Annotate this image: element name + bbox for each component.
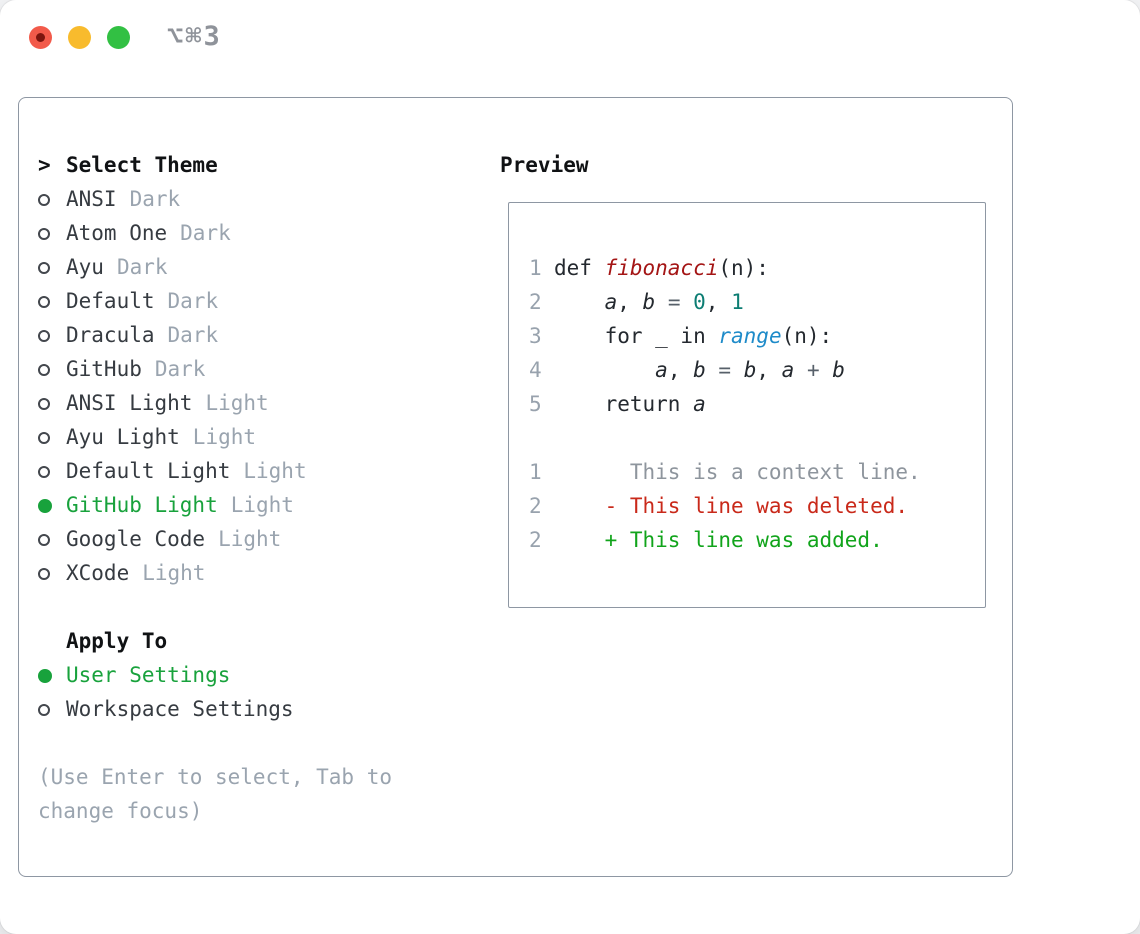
minimize-button[interactable]	[68, 26, 91, 49]
spacer	[38, 590, 474, 624]
option-label: ANSI	[66, 187, 117, 211]
radio-icon	[38, 352, 66, 386]
preview-line: 4 a, b = b, a + b	[529, 353, 921, 387]
close-dot-icon	[36, 33, 45, 42]
radio-icon	[38, 182, 66, 216]
theme-option-ansi-light[interactable]: ANSI Light Light	[38, 386, 474, 420]
line-number: 1	[529, 460, 542, 484]
option-label: Default Light	[66, 459, 231, 483]
radio-selected-icon	[38, 488, 66, 522]
line-number: 2	[529, 290, 542, 314]
spacer	[38, 726, 474, 760]
preview-title: Preview	[500, 153, 589, 177]
line-number: 4	[529, 358, 542, 382]
window-shortcut-label: ⌥⌘3	[167, 21, 222, 52]
theme-variant-tag: Light	[142, 561, 206, 585]
preview-line: 2 - This line was deleted.	[529, 489, 921, 523]
option-label: Dracula	[66, 323, 155, 347]
apply-option-user-settings[interactable]: User Settings	[38, 658, 474, 692]
radio-icon	[38, 216, 66, 250]
line-number: 5	[529, 392, 542, 416]
radio-selected-icon	[38, 658, 66, 692]
maximize-button[interactable]	[107, 26, 130, 49]
theme-variant-tag: Dark	[167, 323, 219, 347]
theme-option-ansi[interactable]: ANSI Dark	[38, 182, 474, 216]
radio-icon	[38, 284, 66, 318]
option-label: Ayu	[66, 255, 104, 279]
theme-variant-tag: Dark	[154, 357, 206, 381]
theme-option-dracula[interactable]: Dracula Dark	[38, 318, 474, 352]
option-label: GitHub Light	[66, 493, 218, 517]
radio-icon	[38, 454, 66, 488]
preview-line: 1 This is a context line.	[529, 455, 921, 489]
theme-option-default[interactable]: Default Dark	[38, 284, 474, 318]
preview-line: 2 + This line was added.	[529, 523, 921, 557]
close-button[interactable]	[29, 26, 52, 49]
line-number: 3	[529, 324, 542, 348]
theme-option-ayu[interactable]: Ayu Dark	[38, 250, 474, 284]
preview-line: 2 a, b = 0, 1	[529, 285, 921, 319]
option-label: Atom One	[66, 221, 168, 245]
line-number: 1	[529, 256, 542, 280]
cursor-icon: >	[38, 153, 51, 177]
line-number: 2	[529, 494, 542, 518]
option-label: GitHub	[66, 357, 142, 381]
theme-variant-tag: Light	[243, 459, 307, 483]
theme-option-google-code[interactable]: Google Code Light	[38, 522, 474, 556]
keyboard-hint: (Use Enter to select, Tab to change focu…	[38, 765, 393, 823]
theme-variant-tag: Light	[230, 493, 294, 517]
radio-icon	[38, 250, 66, 284]
apply-to-header: Apply To	[66, 629, 168, 653]
option-label: XCode	[66, 561, 130, 585]
select-theme-header: > Select Theme	[38, 148, 474, 182]
option-label: User Settings	[66, 663, 231, 687]
apply-option-workspace-settings[interactable]: Workspace Settings	[38, 692, 474, 726]
radio-icon	[38, 318, 66, 352]
theme-variant-tag: Light	[218, 527, 282, 551]
radio-icon	[38, 420, 66, 454]
theme-variant-tag: Light	[205, 391, 269, 415]
theme-variant-tag: Dark	[167, 289, 219, 313]
line-number: 2	[529, 528, 542, 552]
radio-icon	[38, 386, 66, 420]
theme-option-default-light[interactable]: Default Light Light	[38, 454, 474, 488]
radio-icon	[38, 692, 66, 726]
option-label: ANSI Light	[66, 391, 193, 415]
select-theme-title: Select Theme	[66, 153, 218, 177]
theme-option-ayu-light[interactable]: Ayu Light Light	[38, 420, 474, 454]
theme-variant-tag: Dark	[180, 221, 231, 245]
theme-variant-tag: Light	[192, 425, 257, 449]
preview-line	[529, 421, 921, 455]
theme-variant-tag: Dark	[116, 255, 168, 279]
option-label: Google Code	[66, 527, 206, 551]
radio-icon	[38, 556, 66, 590]
theme-option-github-light[interactable]: GitHub Light Light	[38, 488, 474, 522]
theme-option-xcode[interactable]: XCode Light	[38, 556, 474, 590]
option-label: Workspace Settings	[66, 697, 294, 721]
preview-line: 3 for _ in range(n):	[529, 319, 921, 353]
theme-option-github[interactable]: GitHub Dark	[38, 352, 474, 386]
radio-icon	[38, 522, 66, 556]
titlebar: ⌥⌘3	[0, 0, 1140, 75]
option-label: Default	[66, 289, 155, 313]
preview-line: 5 return a	[529, 387, 921, 421]
theme-variant-tag: Dark	[129, 187, 181, 211]
option-label: Ayu Light	[66, 425, 180, 449]
theme-option-atom-one[interactable]: Atom One Dark	[38, 216, 474, 250]
